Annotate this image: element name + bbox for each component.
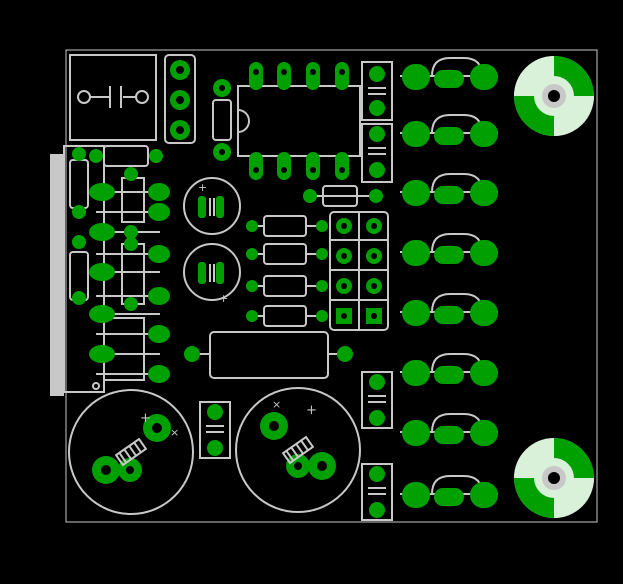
jumper-header bbox=[329, 211, 389, 331]
cross-mark: × bbox=[272, 398, 281, 411]
cap-electrolytic-small-1: + bbox=[183, 177, 241, 235]
capacitor-c1 bbox=[69, 54, 157, 141]
cap-electrolytic-large-1: + × bbox=[68, 389, 194, 515]
polarity-mark: + bbox=[140, 411, 151, 426]
pcb-board-outline bbox=[65, 49, 598, 523]
resistor-left-2 bbox=[69, 235, 89, 305]
resistor-r2 bbox=[303, 185, 383, 207]
resistor-vertical bbox=[212, 79, 232, 161]
polarity-mark: + bbox=[198, 181, 207, 194]
cap-electrolytic-large-2: + × bbox=[235, 387, 361, 513]
mounting-hole-top bbox=[514, 56, 594, 136]
capacitor-c5 bbox=[361, 463, 393, 521]
resistor-r1 bbox=[89, 145, 163, 167]
cross-mark: × bbox=[170, 426, 179, 439]
polarity-mark: + bbox=[306, 403, 317, 418]
capacitor-c6 bbox=[199, 401, 231, 459]
header-3pin bbox=[164, 54, 196, 144]
mounting-hole-bottom bbox=[514, 438, 594, 518]
resistor-large bbox=[184, 331, 353, 379]
capacitor-c4 bbox=[361, 371, 393, 429]
capacitor-c2 bbox=[361, 61, 393, 121]
capacitor-c3 bbox=[361, 123, 393, 183]
resistor-stack bbox=[246, 215, 328, 327]
transistor-array-left bbox=[89, 167, 170, 383]
cap-electrolytic-small-2: + bbox=[183, 243, 241, 305]
ic-dip8 bbox=[237, 62, 361, 180]
transistor-array-right bbox=[399, 57, 499, 509]
resistor-left-1 bbox=[69, 147, 89, 219]
polarity-mark: + bbox=[219, 292, 228, 305]
